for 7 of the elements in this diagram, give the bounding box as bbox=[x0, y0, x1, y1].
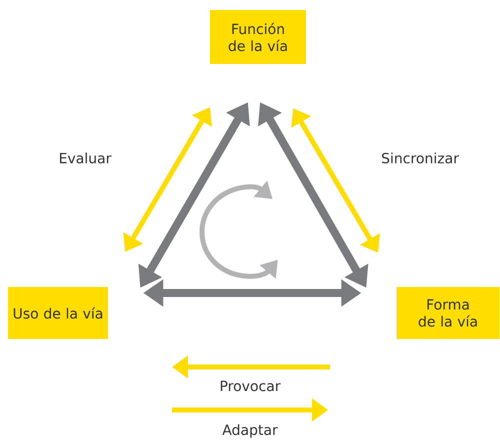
edge-label: Evaluar bbox=[60, 152, 112, 164]
label-box: Uso de la vía bbox=[8, 287, 108, 339]
arrow-label: Adaptar bbox=[222, 424, 278, 438]
arrow-label: Provocar bbox=[220, 380, 281, 392]
label-box: Función de la vía bbox=[210, 10, 306, 64]
label-box: Forma de la vía bbox=[396, 287, 500, 339]
edge-label: Sincronizar bbox=[382, 152, 459, 164]
